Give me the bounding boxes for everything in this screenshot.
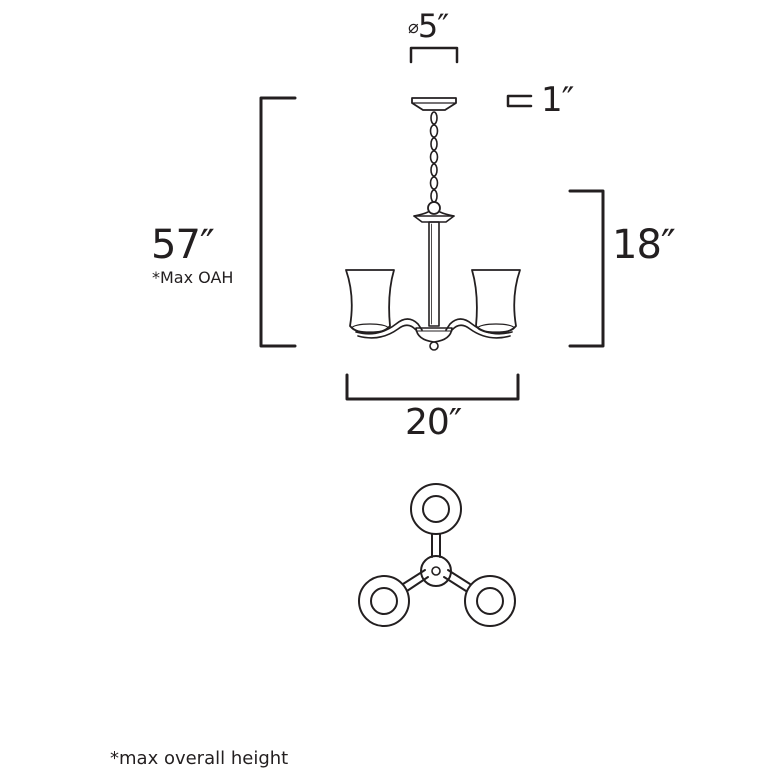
body-height-bracket xyxy=(568,189,605,348)
center-bowl xyxy=(415,327,453,351)
chain xyxy=(429,111,439,203)
center-stem xyxy=(428,221,440,327)
width-bracket xyxy=(345,373,520,401)
canopy xyxy=(411,97,457,111)
overall-height-bracket xyxy=(259,96,297,348)
canopy-height-label: 1″ xyxy=(541,80,574,120)
left-shade xyxy=(345,269,395,334)
canopy-height-bracket xyxy=(506,94,533,108)
canopy-diameter-label: ⌀5″ xyxy=(408,7,449,45)
diameter-symbol: ⌀ xyxy=(408,17,419,38)
top-view xyxy=(358,483,516,627)
canopy-diameter-value: 5″ xyxy=(417,7,449,45)
body-height-label: 18″ xyxy=(612,222,676,268)
width-label: 20″ xyxy=(405,402,462,443)
max-height-label: 57″ xyxy=(151,222,215,268)
top-loop xyxy=(413,201,455,223)
max-oah-note: *Max OAH xyxy=(152,268,234,287)
canopy-diameter-bracket xyxy=(409,46,459,64)
right-shade xyxy=(471,269,521,334)
footnote: *max overall height xyxy=(110,748,289,769)
